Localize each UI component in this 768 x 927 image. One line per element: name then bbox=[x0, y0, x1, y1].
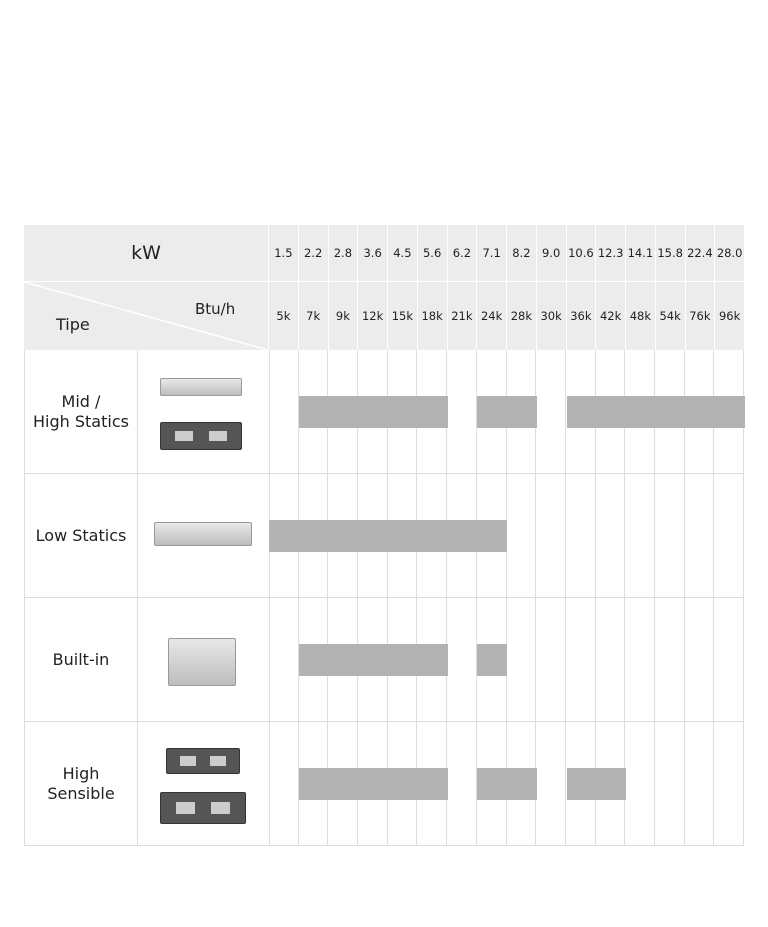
grid-column bbox=[566, 598, 596, 721]
btu-value: 48k bbox=[625, 282, 655, 350]
kw-value: 2.8 bbox=[327, 225, 358, 281]
row-type-name: Mid / High Statics bbox=[25, 350, 138, 473]
grid-column bbox=[596, 598, 626, 721]
kw-value: 12.3 bbox=[595, 225, 625, 281]
btu-value: 42k bbox=[595, 282, 625, 350]
grid-column bbox=[655, 722, 685, 845]
btu-value: 9k bbox=[327, 282, 358, 350]
kw-value: 1.5 bbox=[268, 225, 298, 281]
grid-column bbox=[447, 598, 477, 721]
capacity-bar bbox=[298, 768, 448, 800]
unit-image bbox=[138, 722, 270, 845]
btu-value: 7k bbox=[297, 282, 328, 350]
grid-column bbox=[269, 350, 299, 473]
kw-value: 6.2 bbox=[446, 225, 477, 281]
kw-value: 5.6 bbox=[416, 225, 447, 281]
grid-column bbox=[685, 598, 715, 721]
kw-value: 15.8 bbox=[654, 225, 685, 281]
duct-unit-icon bbox=[168, 638, 236, 686]
grid-column bbox=[536, 598, 566, 721]
grid-column bbox=[269, 722, 299, 845]
grid-column bbox=[507, 598, 537, 721]
duct-unit-icon bbox=[166, 748, 240, 774]
capacity-bar bbox=[566, 396, 745, 428]
type-label: Tipe bbox=[56, 315, 90, 334]
row-type-name: High Sensible bbox=[25, 722, 138, 845]
table-row: Mid / High Statics bbox=[24, 350, 745, 474]
grid-column bbox=[655, 598, 685, 721]
kw-value: 2.2 bbox=[297, 225, 328, 281]
btu-label: Btu/h bbox=[195, 300, 236, 318]
btu-value: 12k bbox=[357, 282, 387, 350]
kw-value: 7.1 bbox=[476, 225, 506, 281]
btu-value: 18k bbox=[416, 282, 447, 350]
btu-value: 5k bbox=[268, 282, 298, 350]
unit-image bbox=[138, 598, 270, 721]
capacity-bar bbox=[269, 520, 507, 552]
grid-column bbox=[685, 722, 715, 845]
grid-column bbox=[625, 474, 655, 597]
btu-value: 76k bbox=[684, 282, 715, 350]
duct-unit-icon bbox=[160, 378, 242, 396]
btu-value: 24k bbox=[476, 282, 506, 350]
grid-column bbox=[625, 598, 655, 721]
capacity-bar bbox=[298, 396, 448, 428]
kw-value: 4.5 bbox=[387, 225, 417, 281]
grid-column bbox=[596, 474, 626, 597]
btu-value: 21k bbox=[446, 282, 477, 350]
kw-value: 14.1 bbox=[625, 225, 655, 281]
btu-value: 15k bbox=[387, 282, 417, 350]
kw-value: 8.2 bbox=[506, 225, 536, 281]
duct-unit-icon bbox=[160, 792, 246, 824]
btu-value: 36k bbox=[565, 282, 596, 350]
btu-value: 96k bbox=[714, 282, 744, 350]
grid-column bbox=[714, 474, 744, 597]
kw-value: 10.6 bbox=[565, 225, 596, 281]
grid-column bbox=[447, 722, 477, 845]
capacity-bar bbox=[477, 644, 507, 676]
grid-column bbox=[507, 474, 537, 597]
btu-value: 28k bbox=[506, 282, 536, 350]
kw-value: 9.0 bbox=[535, 225, 566, 281]
grid-column bbox=[536, 722, 566, 845]
row-type-name: Built-in bbox=[25, 598, 138, 721]
kw-value: 28.0 bbox=[714, 225, 744, 281]
capacity-bar bbox=[477, 396, 537, 428]
grid-column bbox=[447, 350, 477, 473]
capacity-bar bbox=[298, 644, 448, 676]
kw-label: kW bbox=[131, 242, 161, 264]
kw-value: 22.4 bbox=[684, 225, 715, 281]
table-row: High Sensible bbox=[24, 722, 744, 846]
grid-column bbox=[536, 474, 566, 597]
grid-column bbox=[566, 474, 596, 597]
btu-value: 30k bbox=[535, 282, 566, 350]
duct-unit-icon bbox=[160, 422, 242, 450]
capacity-bar bbox=[477, 768, 537, 800]
unit-image bbox=[138, 350, 270, 473]
diagonal-divider bbox=[24, 282, 268, 350]
table-row: Built-in bbox=[24, 598, 744, 722]
row-type-name: Low Statics bbox=[25, 474, 138, 597]
grid-column bbox=[714, 598, 744, 721]
duct-unit-icon bbox=[154, 522, 252, 546]
kw-value: 3.6 bbox=[357, 225, 387, 281]
grid-column bbox=[536, 350, 566, 473]
capacity-bar bbox=[566, 768, 626, 800]
grid-column bbox=[655, 474, 685, 597]
btu-value: 54k bbox=[654, 282, 685, 350]
table-row: Low Statics bbox=[24, 474, 744, 598]
grid-column bbox=[269, 598, 299, 721]
grid-column bbox=[685, 474, 715, 597]
unit-image bbox=[138, 474, 270, 597]
grid-column bbox=[625, 722, 655, 845]
grid-column bbox=[714, 722, 744, 845]
